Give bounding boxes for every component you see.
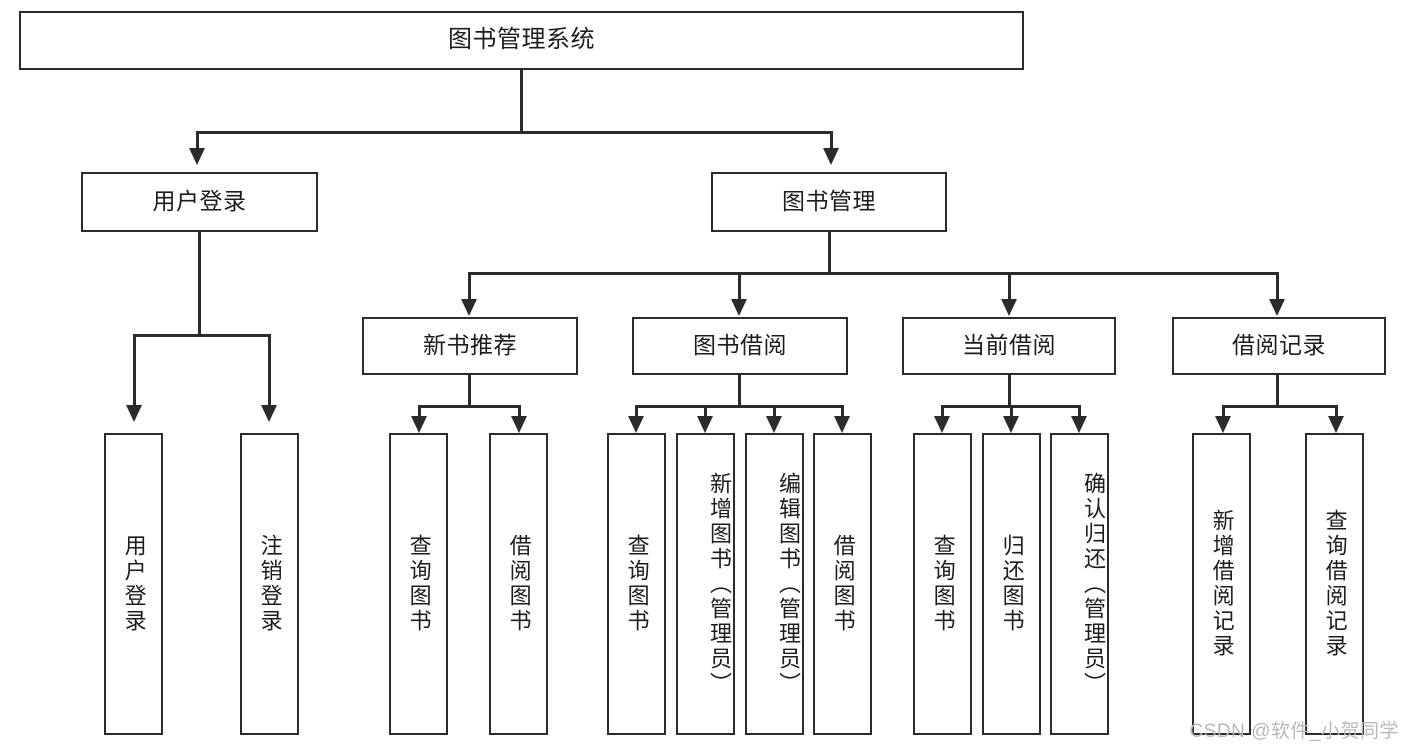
connector-user-login-left — [133, 334, 136, 406]
leaf-用户登录[interactable]: 用户登录 — [104, 433, 163, 735]
leaf-查询图书-当前借阅[interactable]: 查询图书 — [913, 433, 972, 735]
leaf-确认归还管理员[interactable]: 确认归还（管理员） — [1050, 433, 1109, 735]
connector-root-bus — [196, 131, 833, 134]
arrow-新书推荐-c2 — [511, 416, 527, 433]
node-借阅记录[interactable]: 借阅记录 — [1172, 317, 1386, 375]
connector-to-新书推荐 — [468, 272, 471, 300]
leaf-新增图书管理员[interactable]: 新增图书（管理员） — [676, 433, 735, 735]
connector-图书借阅-c4 — [841, 405, 844, 417]
connector-当前借阅-c3 — [1078, 405, 1081, 417]
connector-新书推荐-c1 — [418, 405, 421, 417]
leaf-查询图书-新书推荐[interactable]: 查询图书 — [389, 433, 448, 735]
arrow-root-to-user-login — [189, 148, 205, 165]
arrow-图书借阅-c4 — [834, 416, 850, 433]
leaf-注销登录[interactable]: 注销登录 — [240, 433, 299, 735]
arrow-借阅记录-c2 — [1328, 416, 1344, 433]
node-图书管理[interactable]: 图书管理 — [711, 172, 947, 232]
leaf-借阅图书-图书借阅[interactable]: 借阅图书 — [813, 433, 872, 735]
connector-root-to-book-manage — [830, 131, 833, 149]
connector-图书借阅-bus — [635, 405, 843, 408]
leaf-编辑图书管理员[interactable]: 编辑图书（管理员） — [745, 433, 804, 735]
arrow-user-login-right — [261, 405, 277, 422]
connector-图书借阅-c1 — [635, 405, 638, 417]
leaf-新增借阅记录[interactable]: 新增借阅记录 — [1192, 433, 1251, 735]
arrow-to-当前借阅 — [1001, 299, 1017, 316]
arrow-借阅记录-c1 — [1215, 416, 1231, 433]
connector-借阅记录-c1 — [1222, 405, 1225, 417]
arrow-to-图书借阅 — [731, 299, 747, 316]
arrow-图书借阅-c1 — [628, 416, 644, 433]
connector-root-to-user-login — [196, 131, 199, 149]
connector-to-当前借阅 — [1008, 272, 1011, 300]
connector-book-manage-stem — [828, 232, 831, 274]
connector-借阅记录-bus — [1222, 405, 1337, 408]
node-用户登录[interactable]: 用户登录 — [81, 172, 318, 232]
arrow-当前借阅-c3 — [1071, 416, 1087, 433]
connector-图书借阅-c3 — [773, 405, 776, 417]
leaf-查询借阅记录[interactable]: 查询借阅记录 — [1305, 433, 1364, 735]
connector-当前借阅-c1 — [941, 405, 944, 417]
connector-root-stem — [520, 70, 523, 132]
arrow-当前借阅-c2 — [1003, 416, 1019, 433]
arrow-当前借阅-c1 — [934, 416, 950, 433]
connector-book-manage-bus — [468, 272, 1278, 275]
connector-借阅记录-c2 — [1335, 405, 1338, 417]
arrow-root-to-book-manage — [823, 148, 839, 165]
connector-to-图书借阅 — [738, 272, 741, 300]
node-图书借阅[interactable]: 图书借阅 — [632, 317, 848, 375]
arrow-新书推荐-c1 — [411, 416, 427, 433]
arrow-user-login-left — [126, 405, 142, 422]
connector-user-login-bus — [133, 334, 271, 337]
connector-新书推荐-bus — [418, 405, 520, 408]
leaf-查询图书-图书借阅[interactable]: 查询图书 — [607, 433, 666, 735]
arrow-图书借阅-c3 — [766, 416, 782, 433]
connector-借阅记录-stem — [1276, 375, 1279, 407]
connector-新书推荐-stem — [468, 375, 471, 407]
arrow-图书借阅-c2 — [697, 416, 713, 433]
connector-to-借阅记录 — [1276, 272, 1279, 300]
connector-新书推荐-c2 — [518, 405, 521, 417]
connector-user-login-right — [268, 334, 271, 406]
node-新书推荐[interactable]: 新书推荐 — [362, 317, 578, 375]
connector-当前借阅-c2 — [1010, 405, 1013, 417]
leaf-借阅图书-新书推荐[interactable]: 借阅图书 — [489, 433, 548, 735]
connector-图书借阅-stem — [738, 375, 741, 407]
connector-user-login-stem — [198, 232, 201, 336]
connector-当前借阅-stem — [1008, 375, 1011, 407]
connector-图书借阅-c2 — [704, 405, 707, 417]
arrow-to-借阅记录 — [1269, 299, 1285, 316]
arrow-to-新书推荐 — [461, 299, 477, 316]
node-当前借阅[interactable]: 当前借阅 — [902, 317, 1116, 375]
leaf-归还图书[interactable]: 归还图书 — [982, 433, 1041, 735]
node-root-图书管理系统[interactable]: 图书管理系统 — [19, 11, 1024, 70]
